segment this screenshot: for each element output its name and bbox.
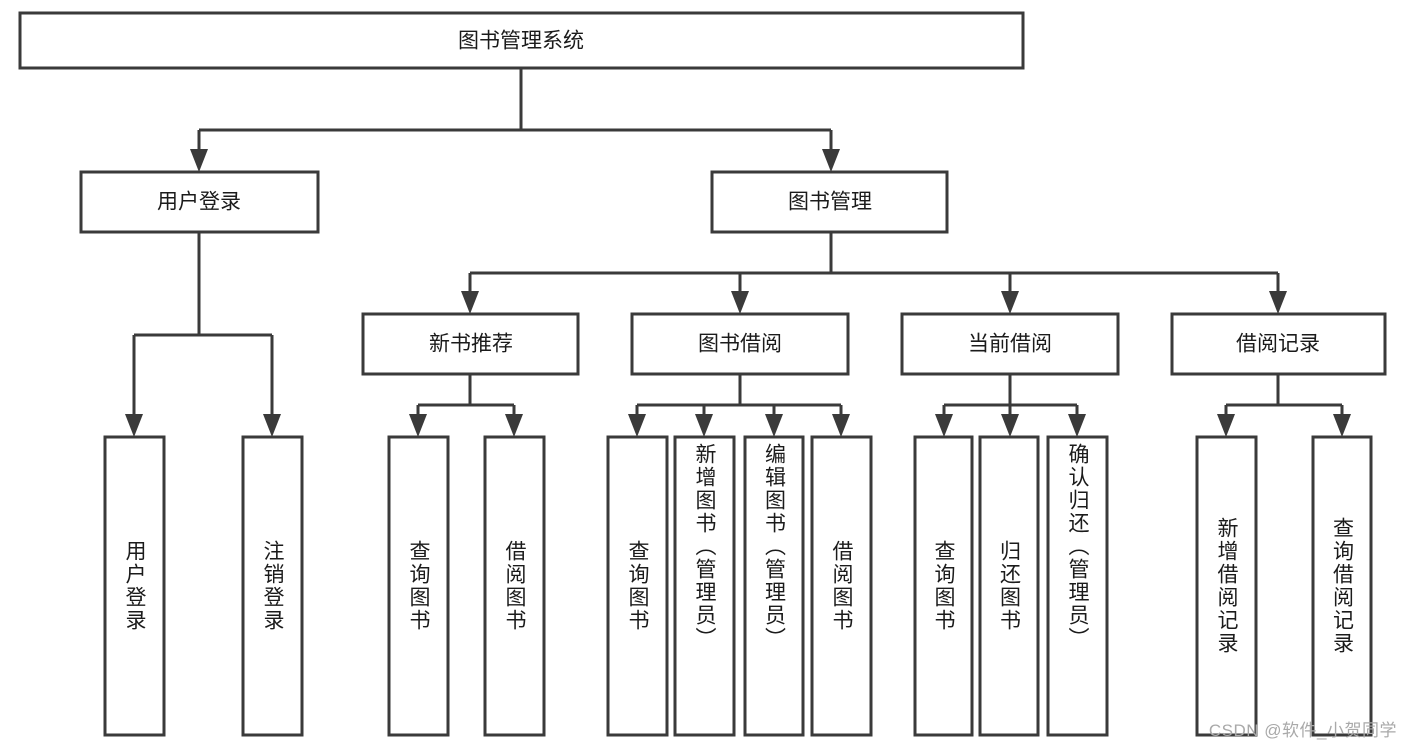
arrowhead-to-leaf-logout xyxy=(263,414,281,437)
node-root-box[interactable] xyxy=(18,11,1025,70)
connector-layer xyxy=(125,68,1351,437)
node-book-borrow-label: 图书借阅 xyxy=(698,333,782,356)
edge-root-to-bus xyxy=(197,68,833,157)
node-book-manage-box[interactable] xyxy=(710,170,949,234)
leaf-query-book-2-box[interactable] xyxy=(606,435,669,737)
edge-borrow-record-bus xyxy=(1224,374,1344,422)
edge-current-borrow-bus xyxy=(942,374,1079,422)
leaf-add-book-box[interactable] xyxy=(673,435,736,737)
node-current-borrow-label: 当前借阅 xyxy=(968,333,1052,356)
leaf-add-record-box[interactable] xyxy=(1195,435,1258,737)
arrowhead-to-leaf-query-record xyxy=(1333,414,1351,437)
node-new-book-recommend-box[interactable] xyxy=(361,312,580,376)
node-user-login-label: 用户登录 xyxy=(157,191,241,214)
arrowhead-to-leaf-return-book xyxy=(1001,414,1019,437)
node-borrow-record[interactable]: 借阅记录 xyxy=(1170,312,1387,376)
arrowhead-to-current-borrow xyxy=(1001,291,1019,314)
arrowhead-to-new-book-recommend xyxy=(461,291,479,314)
arrowhead-to-borrow-record xyxy=(1269,291,1287,314)
leaf-query-record-box[interactable] xyxy=(1311,435,1373,737)
node-book-manage-label: 图书管理 xyxy=(788,191,872,214)
leaf-return-book-box[interactable] xyxy=(978,435,1040,737)
leaf-edit-book-box[interactable] xyxy=(743,435,805,737)
leaf-logout-box[interactable] xyxy=(241,435,304,737)
arrowhead-to-leaf-add-record xyxy=(1217,414,1235,437)
arrowhead-to-leaf-query-book-3 xyxy=(935,414,953,437)
leaf-layer xyxy=(103,435,1373,737)
leaf-borrow-book-1-box[interactable] xyxy=(483,435,546,737)
csdn-watermark: CSDN @软件_小贺同学 xyxy=(1208,721,1397,740)
arrowhead-to-user-login xyxy=(190,149,208,172)
node-borrow-record-label: 借阅记录 xyxy=(1236,333,1320,356)
arrowhead-to-leaf-edit-book xyxy=(765,414,783,437)
leaf-borrow-book-2-box[interactable] xyxy=(810,435,873,737)
arrowhead-to-book-borrow xyxy=(731,291,749,314)
arrowhead-to-leaf-borrow-book-2 xyxy=(832,414,850,437)
arrowhead-to-leaf-query-book-2 xyxy=(628,414,646,437)
edge-book-borrow-bus xyxy=(635,374,843,422)
node-root-label: 图书管理系统 xyxy=(458,30,584,53)
edge-new-book-recommend-bus xyxy=(416,374,516,422)
node-root[interactable]: 图书管理系统 xyxy=(18,11,1025,70)
node-current-borrow-box[interactable] xyxy=(900,312,1120,376)
arrowhead-to-leaf-confirm-return xyxy=(1068,414,1086,437)
arrowhead-to-leaf-user-login xyxy=(125,414,143,437)
node-new-book-recommend-label: 新书推荐 xyxy=(429,333,513,356)
edge-book-manage-bus xyxy=(468,232,1280,299)
node-current-borrow[interactable]: 当前借阅 xyxy=(900,312,1120,376)
arrowhead-to-leaf-add-book xyxy=(695,414,713,437)
node-book-manage[interactable]: 图书管理 xyxy=(710,170,949,234)
node-new-book-recommend[interactable]: 新书推荐 xyxy=(361,312,580,376)
node-user-login[interactable]: 用户登录 xyxy=(79,170,320,234)
edge-user-login-bus xyxy=(132,232,274,422)
arrowhead-to-leaf-borrow-book-1 xyxy=(505,414,523,437)
arrowhead-to-book-manage xyxy=(822,149,840,172)
arrowhead-to-leaf-query-book-1 xyxy=(409,414,427,437)
node-borrow-record-box[interactable] xyxy=(1170,312,1387,376)
node-book-borrow[interactable]: 图书借阅 xyxy=(630,312,850,376)
leaf-user-login-box[interactable] xyxy=(103,435,166,737)
leaf-query-book-1-box[interactable] xyxy=(387,435,450,737)
leaf-query-book-3-box[interactable] xyxy=(913,435,974,737)
leaf-confirm-return-box[interactable] xyxy=(1046,435,1109,737)
node-book-borrow-box[interactable] xyxy=(630,312,850,376)
node-user-login-box[interactable] xyxy=(79,170,320,234)
